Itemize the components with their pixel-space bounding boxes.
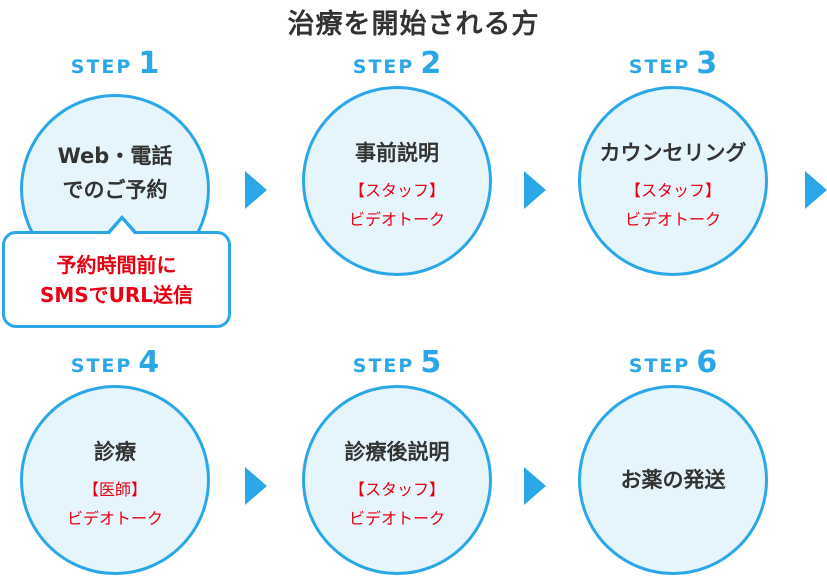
step-number: 3 xyxy=(696,46,720,81)
arrow-right-icon xyxy=(524,467,546,505)
step-3-subtitle: 【スタッフ】 ビデオトーク xyxy=(624,181,721,229)
arrow-right-icon xyxy=(245,467,267,505)
step-1-title: Web・電話 でのご予約 xyxy=(57,144,173,202)
step-number: 4 xyxy=(138,345,162,380)
step-5-subtitle: 【スタッフ】 ビデオトーク xyxy=(348,480,445,528)
sms-note-bubble: 予約時間前に SMSでURL送信 xyxy=(2,215,231,328)
step-2-title: 事前説明 xyxy=(355,141,439,165)
step-number: 6 xyxy=(696,345,720,380)
step-4-subtitle: 【医師】 ビデオトーク xyxy=(66,480,163,528)
step-word: STEP xyxy=(70,355,133,377)
step-4-circle: 診療 【医師】 ビデオトーク xyxy=(20,385,210,575)
arrow-right-icon xyxy=(245,171,267,209)
step-4-title: 診療 xyxy=(94,440,136,464)
arrow-right-icon xyxy=(805,171,827,209)
step-6-title: お薬の発送 xyxy=(620,468,726,492)
step-6-circle: お薬の発送 xyxy=(578,385,768,575)
step-2-subtitle: 【スタッフ】 ビデオトーク xyxy=(348,181,445,229)
step-word: STEP xyxy=(352,355,415,377)
step-number: 2 xyxy=(420,46,444,81)
step-3-circle: カウンセリング 【スタッフ】 ビデオトーク xyxy=(578,86,768,276)
sms-note-text: 予約時間前に SMSでURL送信 xyxy=(39,253,194,307)
step-word: STEP xyxy=(70,56,133,78)
bubble-tail-fill xyxy=(109,220,135,235)
step-3-title: カウンセリング xyxy=(599,141,747,165)
step-5-circle: 診療後説明 【スタッフ】 ビデオトーク xyxy=(302,385,492,575)
step-2-circle: 事前説明 【スタッフ】 ビデオトーク xyxy=(302,86,492,276)
step-number: 5 xyxy=(420,345,444,380)
step-word: STEP xyxy=(628,355,691,377)
step-5-title: 診療後説明 xyxy=(344,440,450,464)
step-word: STEP xyxy=(352,56,415,78)
step-number: 1 xyxy=(138,46,162,81)
step-word: STEP xyxy=(628,56,691,78)
arrow-right-icon xyxy=(524,171,546,209)
page-title: 治療を開始される方 xyxy=(287,9,540,40)
